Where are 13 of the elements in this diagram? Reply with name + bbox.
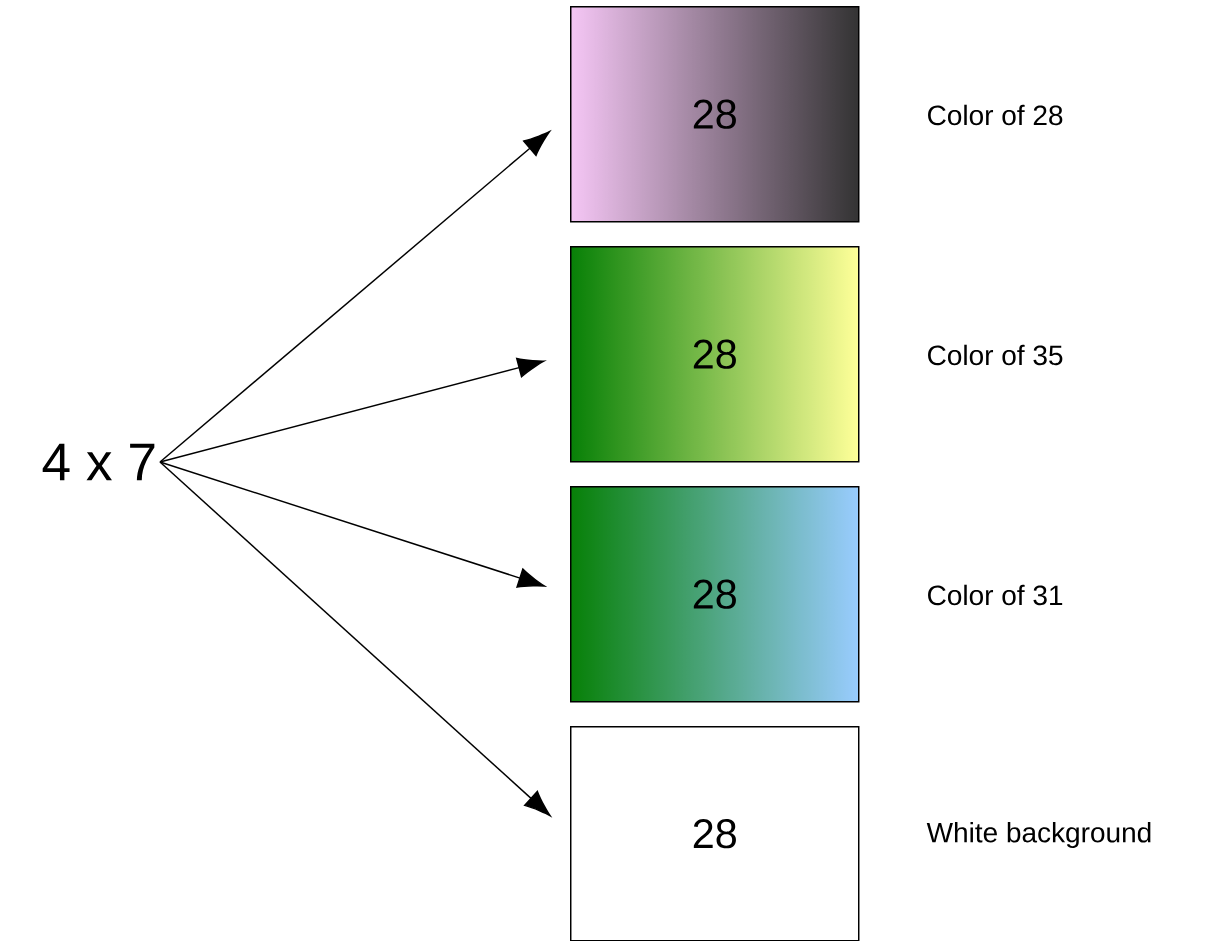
caption-text: Color of 31 — [928, 584, 1063, 606]
color-box: 28 — [570, 726, 860, 941]
caption-text: White background — [926, 821, 1151, 849]
color-box: 28 — [570, 486, 860, 703]
color-box: 28 — [570, 6, 860, 223]
arrow — [159, 357, 545, 463]
arrow — [159, 461, 551, 817]
color-box: 28 — [570, 246, 860, 463]
arrow — [159, 131, 551, 463]
arrow — [159, 461, 545, 588]
term-label: 4 x 7 — [42, 443, 155, 481]
caption-text: Color of 28 — [928, 104, 1063, 126]
caption-text: Color of 35 — [928, 344, 1063, 366]
